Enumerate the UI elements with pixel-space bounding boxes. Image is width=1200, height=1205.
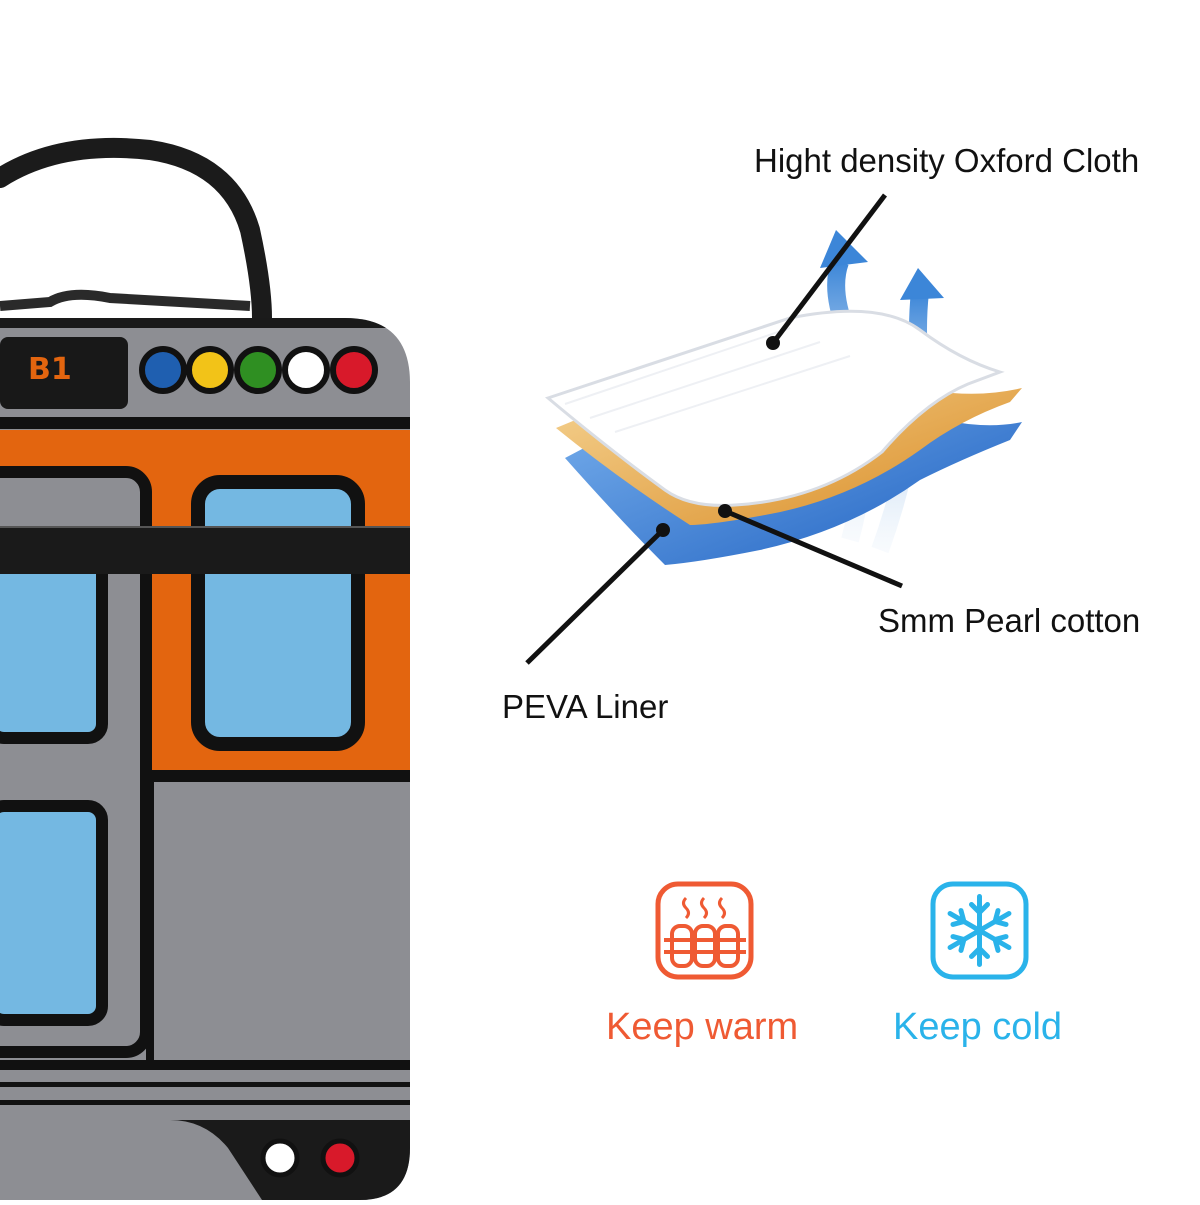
insulation-layers	[525, 193, 1022, 665]
heater-icon	[655, 881, 754, 980]
pointer-pearl	[724, 508, 903, 589]
oxford-cloth-layer	[544, 309, 1005, 507]
side-window	[191, 475, 365, 751]
signal-lights	[139, 346, 378, 394]
door-window-top	[0, 554, 108, 744]
bag-handle	[0, 137, 272, 328]
pearl-cotton-label: Smm Pearl cotton	[878, 602, 1141, 639]
peva-liner-label: PEVA Liner	[502, 688, 669, 725]
pointer-oxford	[771, 193, 887, 345]
zipper	[0, 289, 251, 311]
pointer-peva	[525, 528, 665, 665]
keep-cold-label: Keep cold	[893, 1006, 1063, 1048]
bag-strap	[0, 526, 410, 574]
door-window-bottom	[0, 800, 108, 1026]
tail-light-white	[260, 1138, 300, 1178]
route-badge-label: B1	[28, 352, 72, 387]
oxford-cloth-label: Hight density Oxford Cloth	[754, 142, 1140, 179]
tail-light-red	[320, 1138, 360, 1178]
keep-warm-label: Keep warm	[606, 1006, 799, 1048]
lunch-bag	[0, 137, 410, 1200]
snowflake-icon	[930, 881, 1029, 980]
route-badge	[0, 337, 128, 409]
